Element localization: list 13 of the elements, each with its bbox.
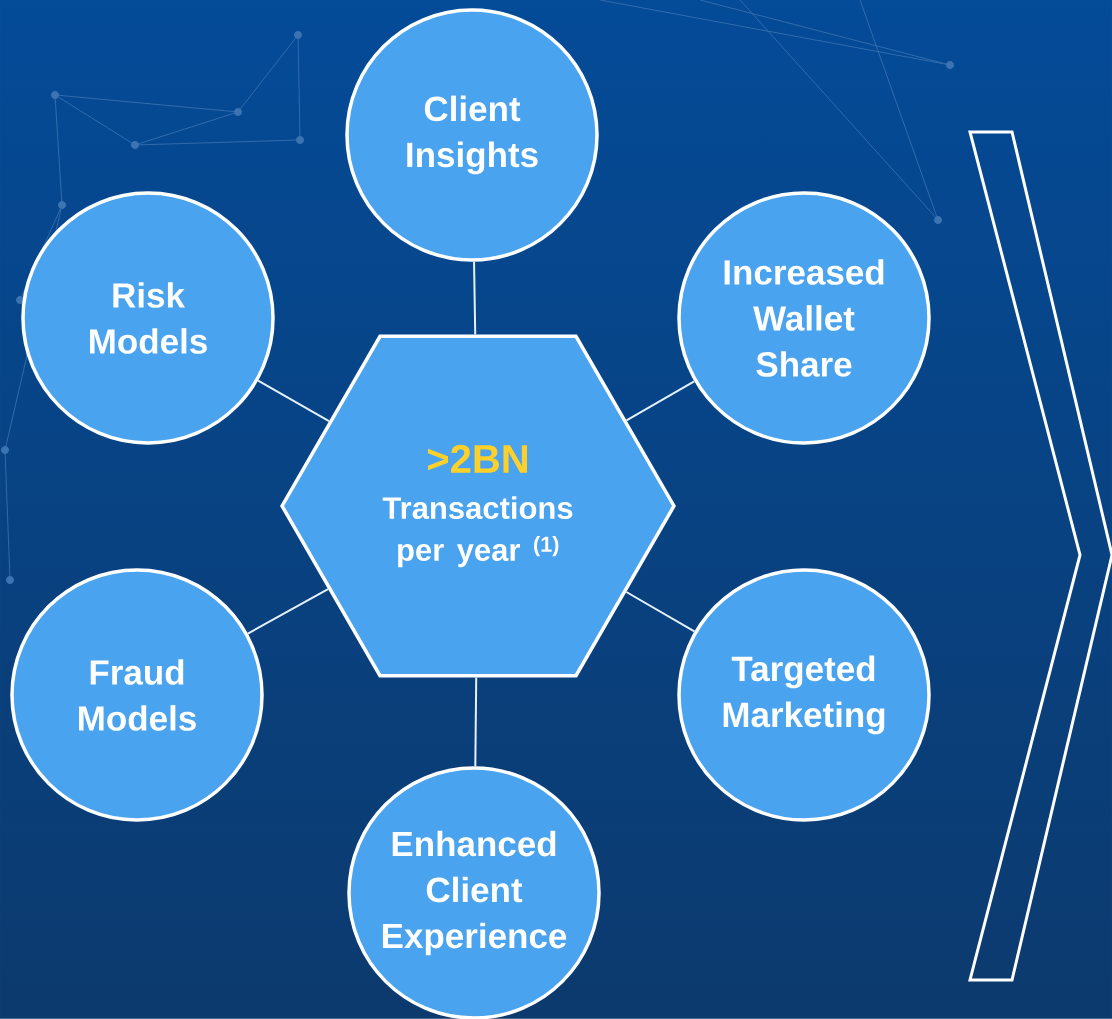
circle-node: Client Insights xyxy=(345,8,599,262)
circle-node: Targeted Marketing xyxy=(677,568,931,822)
hexagon-node: >2BN Transactions per year $^{(1)}$ xyxy=(280,334,676,678)
circle-node: Enhanced Client Experience xyxy=(347,766,601,1019)
connector-line xyxy=(246,588,329,635)
connector-line xyxy=(474,676,478,768)
circle-node: Risk Models xyxy=(21,191,275,445)
connector-line xyxy=(257,379,331,423)
connector-line xyxy=(625,380,696,422)
circle-node: Fraud Models xyxy=(10,568,264,822)
connector-line xyxy=(625,591,696,633)
circle-node: Increased Wallet Share xyxy=(677,191,931,445)
connector-line xyxy=(473,260,477,336)
